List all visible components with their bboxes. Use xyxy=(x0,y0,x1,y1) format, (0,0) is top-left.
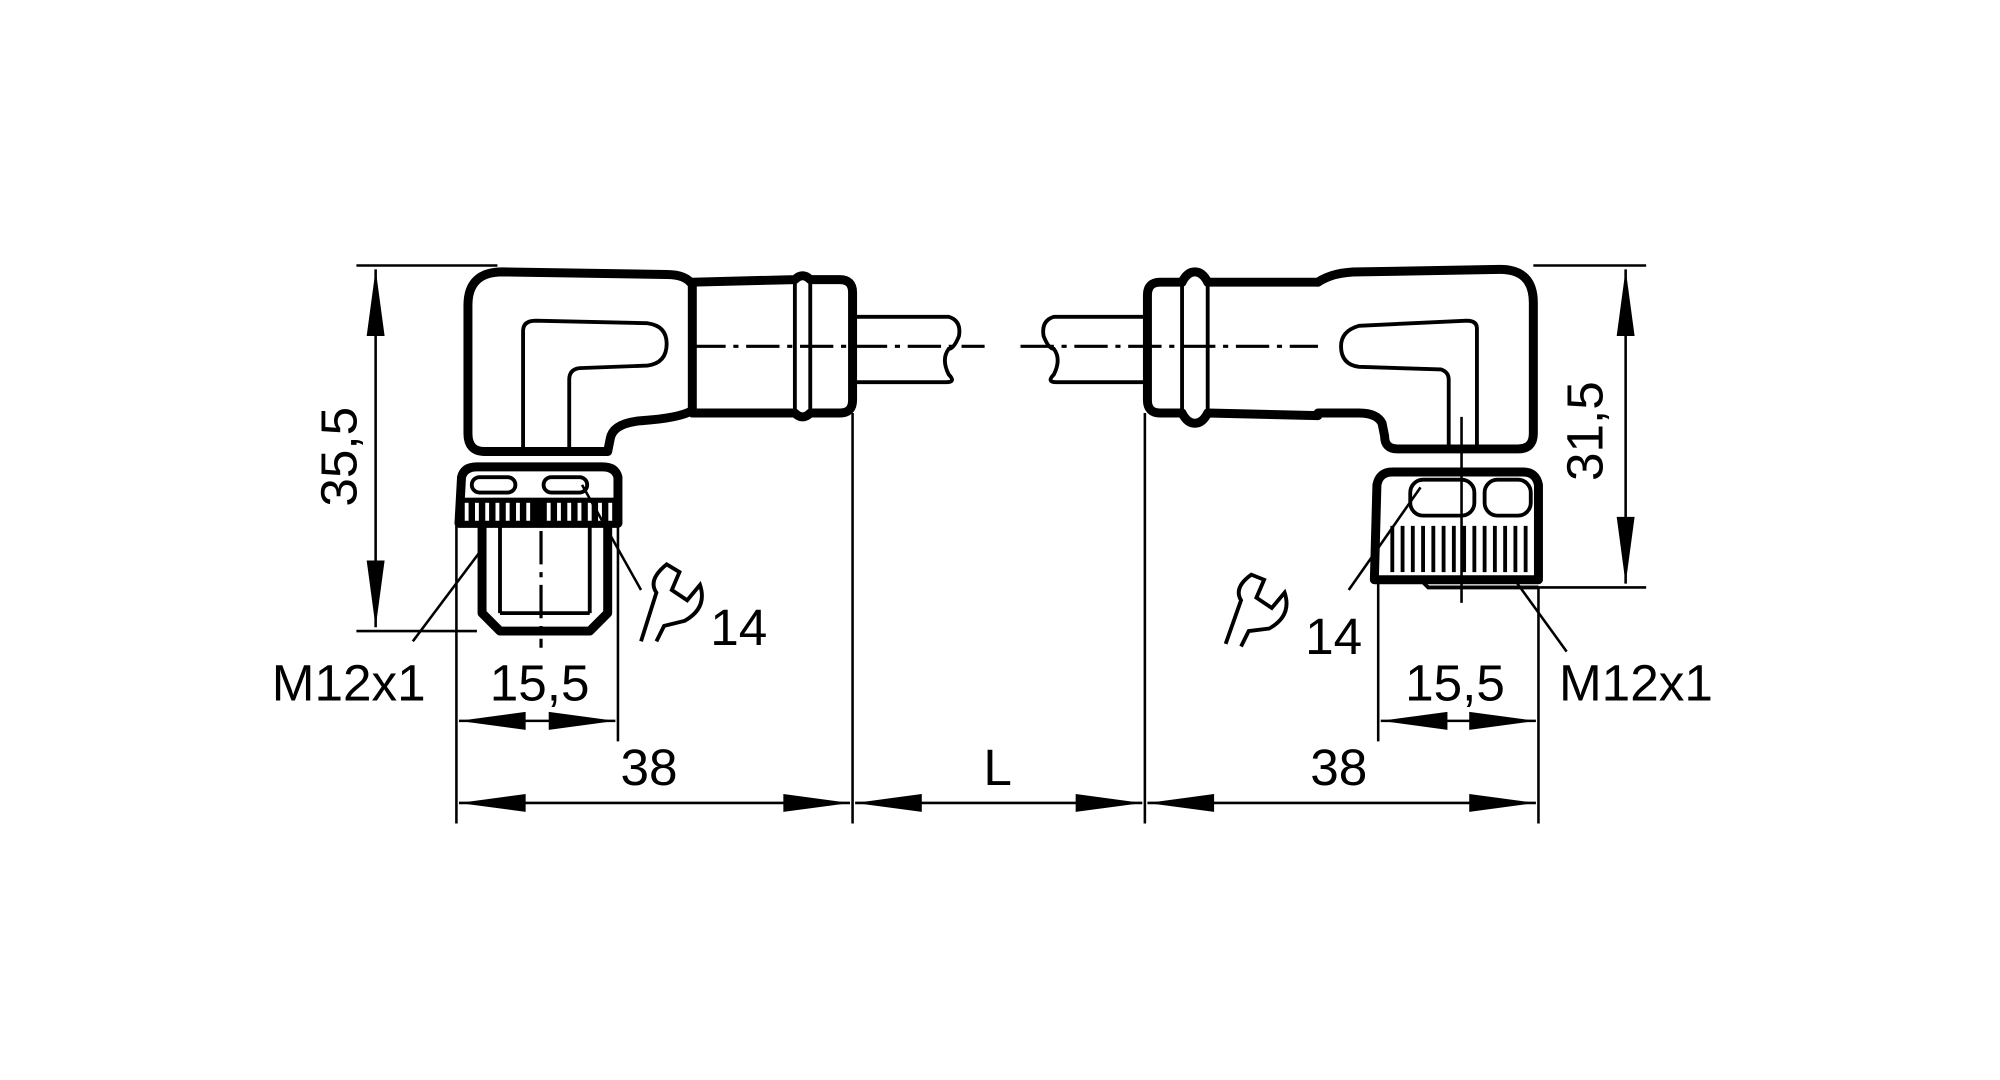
left-nut-width-label: 15,5 xyxy=(490,654,590,711)
right-thread-label: M12x1 xyxy=(1559,654,1713,711)
right-wrench-size-label: 14 xyxy=(1305,608,1362,665)
left-connector xyxy=(454,267,962,648)
left-length-label: 38 xyxy=(621,739,678,796)
left-thread-label: M12x1 xyxy=(272,654,426,711)
wrench-icon xyxy=(639,562,704,643)
wrench-icon xyxy=(1223,572,1289,648)
cable-length-label: L xyxy=(983,739,1012,796)
right-connector xyxy=(1041,264,1543,603)
left-height-label: 35,5 xyxy=(310,407,367,507)
left-wrench-size-label: 14 xyxy=(710,599,767,656)
dimension-lines xyxy=(356,264,1647,824)
right-nut-width-label: 15,5 xyxy=(1405,654,1505,711)
right-height-label: 31,5 xyxy=(1557,381,1614,481)
right-length-label: 38 xyxy=(1310,739,1367,796)
